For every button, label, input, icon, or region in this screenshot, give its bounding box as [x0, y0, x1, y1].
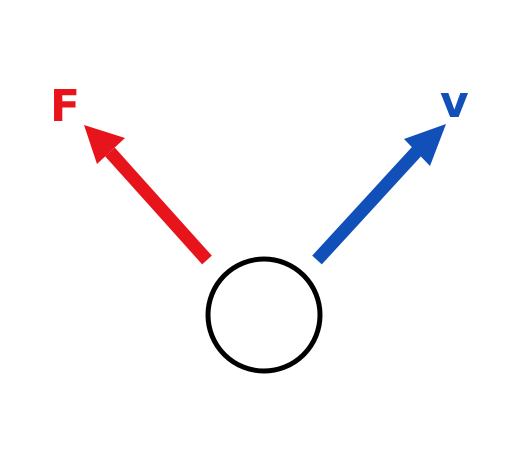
force-label: F [50, 81, 80, 132]
object-circle [205, 256, 323, 374]
velocity-vector-shaft [312, 145, 423, 265]
velocity-label: v [440, 77, 469, 128]
velocity-vector-arrowhead [404, 124, 446, 166]
force-vector: F [50, 81, 212, 265]
force-vector-arrowhead [84, 125, 125, 164]
force-vector-shaft [105, 147, 212, 265]
velocity-vector: v [312, 77, 469, 265]
